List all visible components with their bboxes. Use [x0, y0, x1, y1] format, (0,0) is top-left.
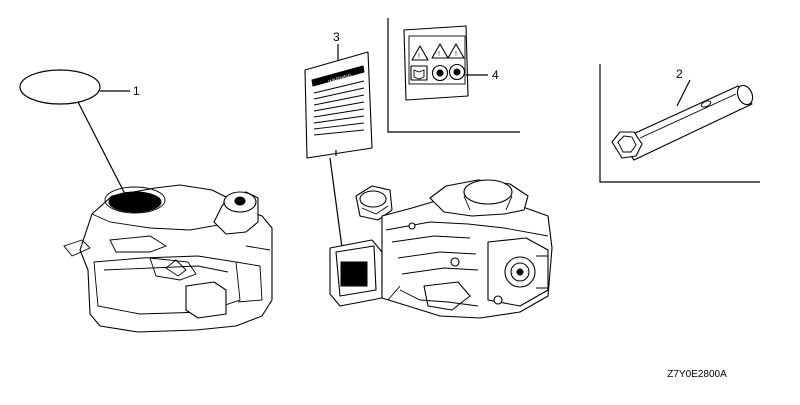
part-1-oval-label [19, 69, 130, 197]
callout-4: 4 [492, 68, 499, 82]
part-2-box-spanner [599, 64, 760, 183]
part-3-warning-decal: WARNING [304, 44, 373, 256]
part-4-pictogram-decal: ! ! ! [387, 18, 520, 133]
svg-text:!: ! [438, 51, 440, 58]
drawing-code: Z7Y0E2800A [667, 369, 727, 380]
callout-3: 3 [333, 30, 340, 44]
engine-left-illustration [63, 184, 273, 333]
callout-2: 2 [676, 67, 683, 81]
callout-1: 1 [133, 84, 140, 98]
svg-text:!: ! [455, 51, 457, 58]
svg-text:!: ! [418, 53, 420, 60]
engine-right-illustration [329, 179, 553, 319]
